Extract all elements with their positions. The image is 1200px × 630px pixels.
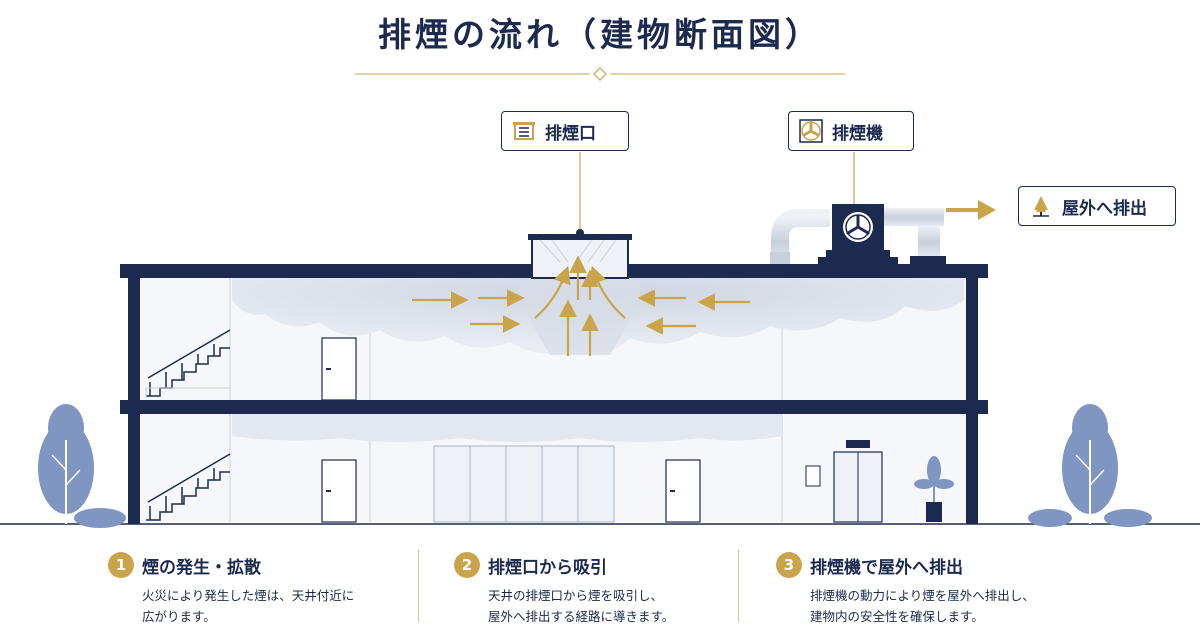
smoke-haze-lower [232, 414, 782, 442]
step-2-description: 天井の排煙口から煙を吸引し、 屋外へ排出する経路に導きます。 [488, 585, 674, 627]
step-1: 1 煙の発生・拡散 火災により発生した煙は、天井付近に 広がります。 [108, 552, 354, 627]
step-1-line-1: 火災により発生した煙は、天井付近に [142, 588, 355, 603]
step-2-title: 排煙口から吸引 [488, 557, 607, 578]
step-3-description: 排煙機の動力により煙を屋外へ排出し、 建物内の安全性を確保します。 [810, 585, 1035, 627]
smoke-flow-arrows [412, 255, 750, 356]
exhaust-fan-unit [770, 204, 946, 264]
step-2-number-badge: 2 [454, 552, 480, 578]
title-ornament [355, 67, 845, 81]
step-1-description: 火災により発生した煙は、天井付近に 広がります。 [142, 585, 354, 627]
callout-exhaust-fan-label: 排煙機 [832, 123, 883, 144]
callout-smoke-vent-label: 排煙口 [545, 123, 596, 144]
step-3-line-2: 建物内の安全性を確保します。 [810, 609, 984, 624]
step-2: 2 排煙口から吸引 天井の排煙口から煙を吸引し、 屋外へ排出する経路に導きます。 [454, 552, 674, 627]
plant-icon [914, 456, 954, 522]
staircase-upper [145, 329, 231, 398]
exhaust-outside-arrow [946, 200, 996, 220]
step-2-line-2: 屋外へ排出する経路に導きます。 [488, 609, 675, 624]
building-frame [120, 264, 988, 524]
tree-left-icon [38, 404, 126, 528]
tree-icon [1033, 196, 1049, 217]
step-1-line-2: 広がります。 [142, 609, 216, 624]
step-1-title: 煙の発生・拡散 [142, 557, 261, 578]
callout-outside-exhaust-label: 屋外へ排出 [1062, 198, 1147, 219]
step-3-number-badge: 3 [776, 552, 802, 578]
step-3: 3 排煙機で屋外へ排出 排煙機の動力により煙を屋外へ排出し、 建物内の安全性を確… [776, 552, 1035, 627]
step-1-number-badge: 1 [108, 552, 134, 578]
staircase-lower [146, 453, 231, 521]
step-3-title: 排煙機で屋外へ排出 [810, 557, 963, 578]
fan-icon [799, 119, 823, 143]
step-2-line-1: 天井の排煙口から煙を吸引し、 [488, 588, 664, 603]
step-divider-2 [738, 550, 739, 622]
vent-frame-icon [513, 122, 535, 140]
glass-partition [433, 445, 615, 523]
diagram-title: 排煙の流れ（建物断面図） [378, 15, 822, 54]
step-divider-1 [418, 550, 419, 622]
tree-right-icon [1028, 404, 1152, 527]
roof-smoke-vent [528, 234, 632, 279]
step-3-line-1: 排煙機の動力により煙を屋外へ排出し、 [810, 588, 1035, 603]
callout-smoke-vent: 排煙口 [501, 111, 629, 151]
callout-outside-exhaust: 屋外へ排出 [1018, 186, 1176, 226]
door-handles [326, 368, 675, 492]
callout-exhaust-fan: 排煙機 [788, 111, 914, 151]
elevator [805, 440, 883, 523]
